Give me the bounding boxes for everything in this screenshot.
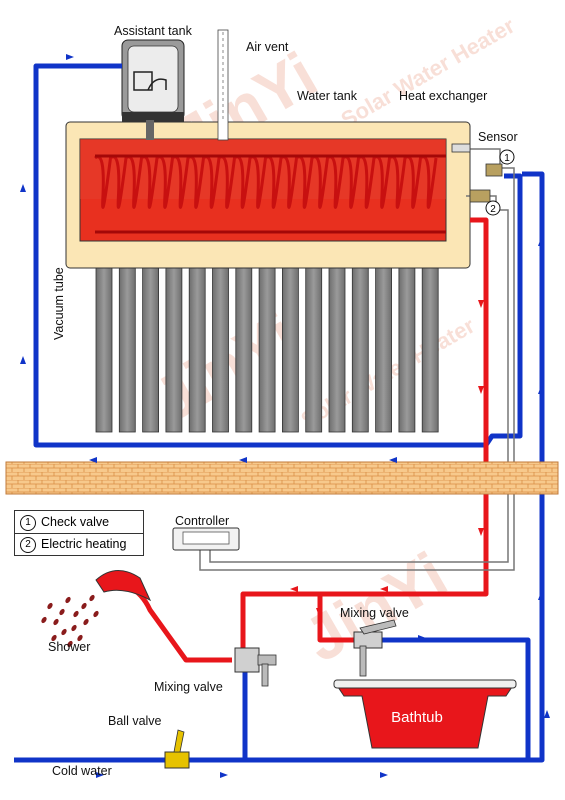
label-air-vent: Air vent	[246, 40, 289, 54]
water-droplet	[61, 628, 67, 636]
water-droplet	[73, 610, 79, 618]
label-assistant-tank: Assistant tank	[114, 24, 192, 38]
check-valve: 1	[485, 149, 515, 177]
assistant-tank	[121, 39, 185, 140]
legend-marker-2: 2	[20, 536, 36, 553]
water-droplet	[51, 634, 57, 642]
water-tank	[65, 121, 471, 269]
water-droplet	[81, 602, 87, 610]
label-shower: Shower	[48, 640, 91, 654]
legend-item-electric-heating: 2 Electric heating	[15, 533, 143, 555]
water-droplet	[65, 596, 71, 604]
water-droplet	[89, 594, 95, 602]
water-droplet	[83, 618, 89, 626]
water-droplet	[41, 616, 47, 624]
bathtub-device	[333, 679, 517, 749]
air-vent	[217, 29, 229, 141]
ball-valve-device	[164, 729, 190, 769]
shower-head	[95, 570, 152, 602]
legend-text-1: Check valve	[41, 515, 110, 529]
electric-heating: 2	[469, 189, 501, 216]
label-bathtub: Bathtub	[391, 709, 443, 726]
controller-device	[172, 527, 240, 551]
flow-arrows	[20, 54, 550, 778]
label-sensor: Sensor	[478, 130, 518, 144]
sensor-probe	[451, 143, 471, 153]
legend-item-check-valve: 1 Check valve	[15, 511, 143, 534]
electric-heating-number: 2	[490, 204, 496, 215]
mixing-valve-left-device	[234, 647, 277, 687]
check-valve-number: 1	[504, 153, 510, 164]
label-water-tank: Water tank	[297, 89, 357, 103]
coil-header	[95, 154, 446, 234]
label-vacuum-tube: Vacuum tube	[52, 267, 66, 340]
label-ball-valve: Ball valve	[108, 714, 162, 728]
label-mixing-valve-left: Mixing valve	[154, 680, 223, 694]
water-droplet	[47, 602, 53, 610]
vacuum-tube-array	[95, 235, 439, 433]
wall	[5, 461, 559, 495]
mixing-valve-right-device	[353, 619, 397, 677]
water-droplet	[77, 634, 83, 642]
water-droplet	[67, 640, 73, 648]
shower-water-droplets	[41, 594, 99, 648]
water-droplet	[93, 610, 99, 618]
water-droplet	[59, 608, 65, 616]
label-cold-water: Cold water	[52, 764, 112, 778]
legend-text-2: Electric heating	[41, 537, 127, 551]
water-droplet	[71, 624, 77, 632]
coil-path	[94, 155, 438, 209]
sensor-wire	[199, 148, 515, 571]
label-heat-exchanger: Heat exchanger	[399, 89, 488, 103]
legend: 1 Check valve 2 Electric heating	[14, 510, 144, 556]
label-mixing-valve-right: Mixing valve	[340, 606, 409, 620]
heat-exchanger-coil	[94, 154, 446, 234]
water-droplet	[53, 618, 59, 626]
legend-marker-1: 1	[20, 514, 36, 531]
label-controller: Controller	[175, 514, 230, 528]
